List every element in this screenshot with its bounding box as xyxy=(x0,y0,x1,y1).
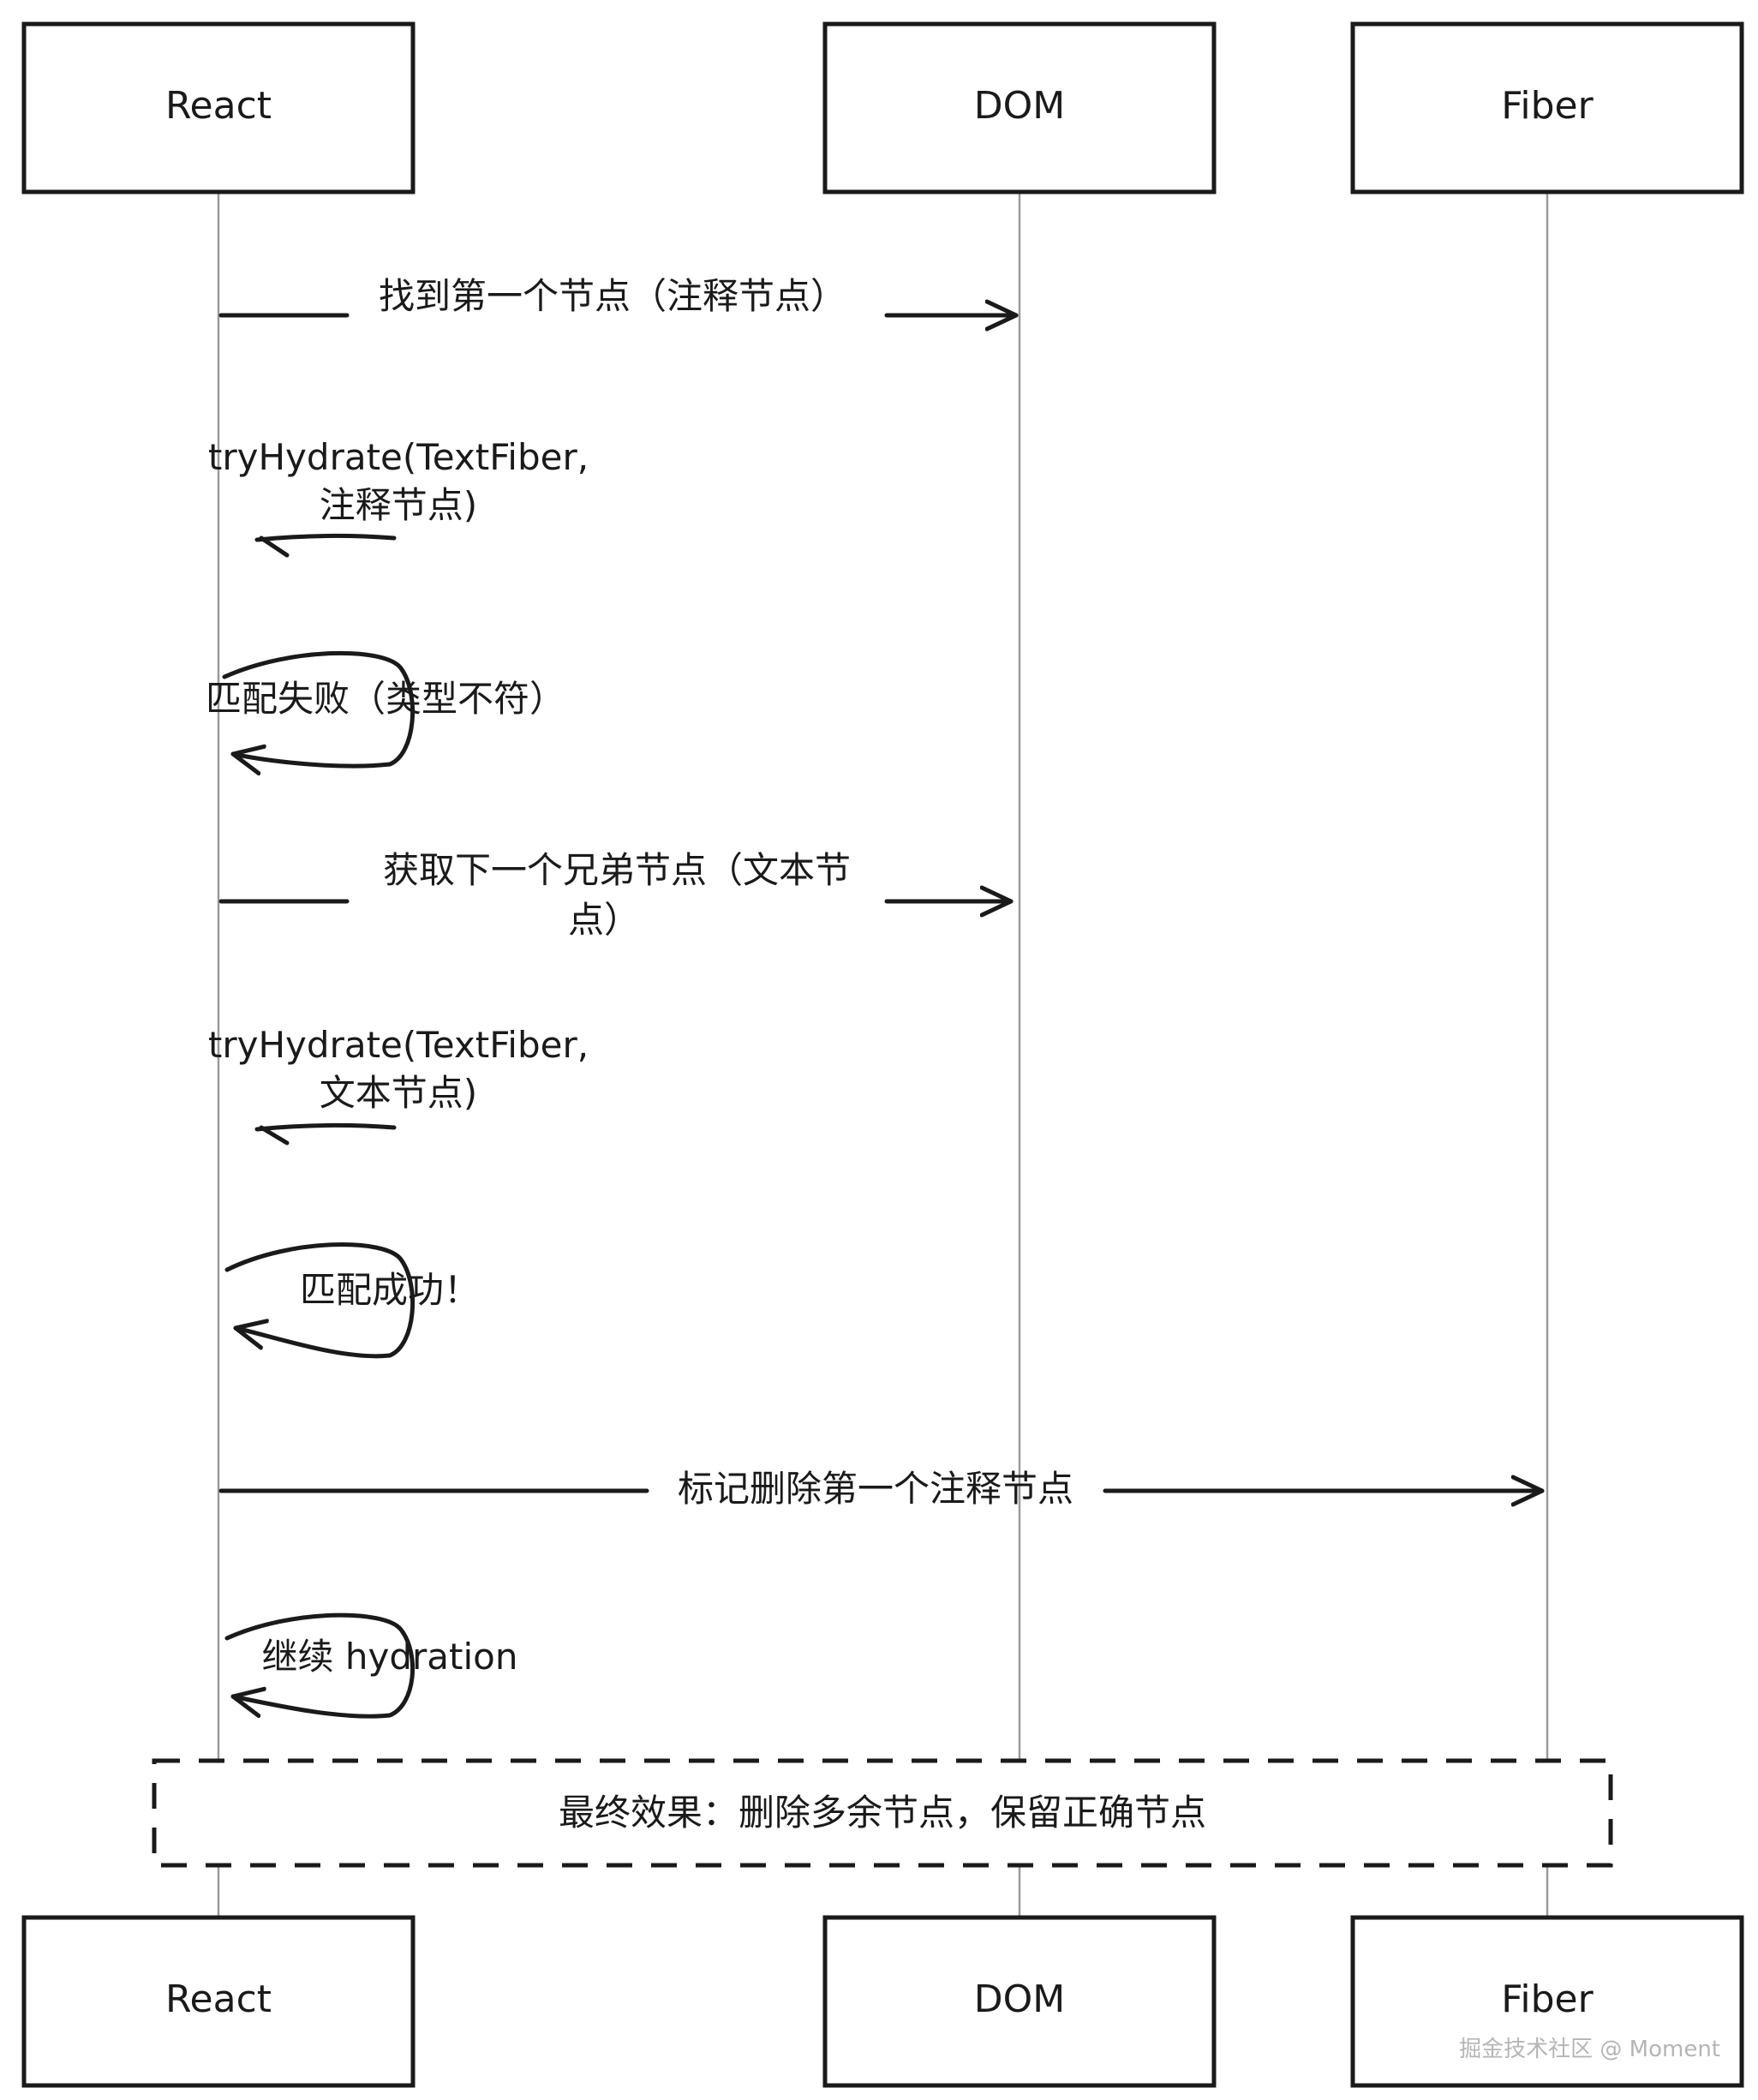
participant-fiber-bottom: Fiber xyxy=(1350,1915,1744,2088)
message-label: tryHydrate(TextFiber, xyxy=(208,1024,589,1066)
message-label: 匹配成功！ xyxy=(300,1269,480,1311)
note-label: 最终效果：删除多余节点，保留正确节点 xyxy=(559,1792,1206,1834)
participant-react-top: React xyxy=(21,21,416,194)
message-label: 注释节点) xyxy=(320,484,477,526)
message-find-first-node: 找到第一个节点（注释节点） xyxy=(218,275,1019,317)
message-label: 继续 hydration xyxy=(262,1636,518,1678)
message-label: 标记删除第一个注释节点 xyxy=(678,1468,1073,1510)
message-label: 获取下一个兄弟节点（文本节 xyxy=(383,849,851,891)
message-label: 找到第一个节点（注释节点） xyxy=(379,275,846,317)
message-label: 文本节点) xyxy=(320,1072,477,1114)
message-label: 点） xyxy=(568,899,640,941)
participant-label: DOM xyxy=(974,84,1065,128)
participant-label: Fiber xyxy=(1501,1977,1594,2021)
participant-label: Fiber xyxy=(1501,84,1594,128)
participant-label: React xyxy=(165,84,272,128)
message-try-hydrate-text: tryHydrate(TextFiber, 文本节点) xyxy=(208,1024,589,1146)
participant-dom-top: DOM xyxy=(822,21,1217,194)
participant-label: DOM xyxy=(974,1977,1065,2021)
message-try-hydrate-comment: tryHydrate(TextFiber, 注释节点) xyxy=(208,436,589,558)
message-match-failed: 匹配失败（类型不符） xyxy=(206,650,565,766)
participant-fiber-top: Fiber xyxy=(1350,21,1744,194)
watermark: 掘金技术社区 @ Moment xyxy=(1459,2037,1720,2062)
message-mark-deletion: 标记删除第一个注释节点 xyxy=(218,1468,1545,1510)
participant-label: React xyxy=(165,1977,272,2021)
participant-react-bottom: React xyxy=(21,1915,416,2088)
message-label: tryHydrate(TextFiber, xyxy=(208,436,589,478)
participant-dom-bottom: DOM xyxy=(822,1915,1217,2088)
message-get-next-sibling: 获取下一个兄弟节点（文本节 点） xyxy=(218,849,1014,941)
message-label: 匹配失败（类型不符） xyxy=(206,678,565,720)
final-result-note: 最终效果：删除多余节点，保留正确节点 xyxy=(152,1758,1613,1868)
message-match-success: 匹配成功！ xyxy=(224,1242,480,1359)
message-continue-hydration: 继续 hydration xyxy=(224,1612,518,1719)
